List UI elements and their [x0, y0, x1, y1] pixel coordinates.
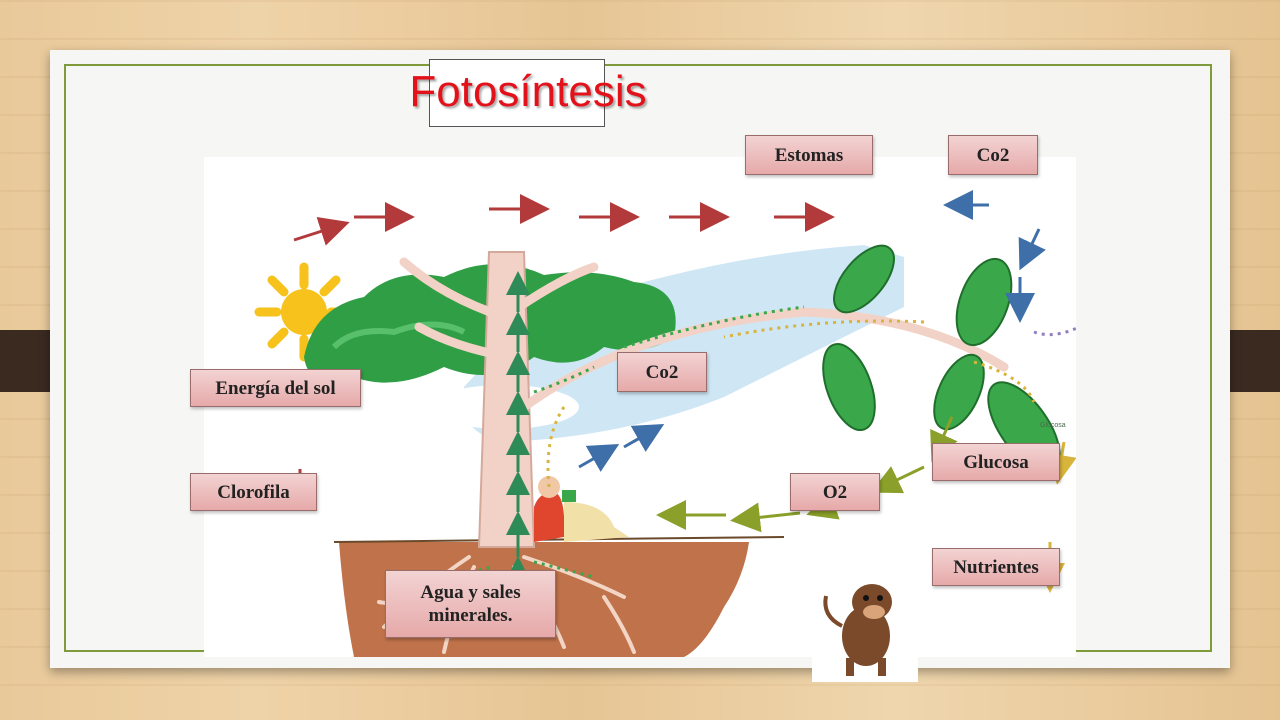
agua-line-1: Agua y sales: [420, 582, 521, 603]
label-nutrientes: Nutrientes: [932, 548, 1060, 586]
label-glucosa: Glucosa: [932, 443, 1060, 481]
glucose-dotted-paths: [546, 319, 1036, 488]
trunk: [477, 251, 536, 548]
cow-icon: [812, 566, 918, 682]
slide: Fotosíntesis: [50, 50, 1230, 682]
leaf-glucosa-label: Glucosa: [1040, 422, 1066, 429]
sky: [462, 245, 904, 442]
title-box: [429, 59, 605, 127]
co2-dotted-path: [1033, 326, 1076, 337]
label-co2-middle: Co2: [617, 352, 707, 392]
co2-arrows: [578, 190, 1046, 472]
label-agua-sales-minerales: Agua y sales minerales.: [385, 570, 556, 638]
label-o2: O2: [790, 473, 880, 511]
ground-line: [333, 536, 785, 543]
sunlight-arrows: [293, 194, 835, 246]
label-co2-top: Co2: [948, 135, 1038, 175]
label-energia-del-sol: Energía del sol: [190, 369, 361, 407]
label-estomas: Estomas: [745, 135, 873, 175]
branches: [399, 257, 1009, 412]
agua-line-2: minerales.: [428, 605, 513, 626]
label-clorofila: Clorofila: [190, 473, 317, 511]
slide-title: Fotosíntesis: [409, 67, 647, 116]
